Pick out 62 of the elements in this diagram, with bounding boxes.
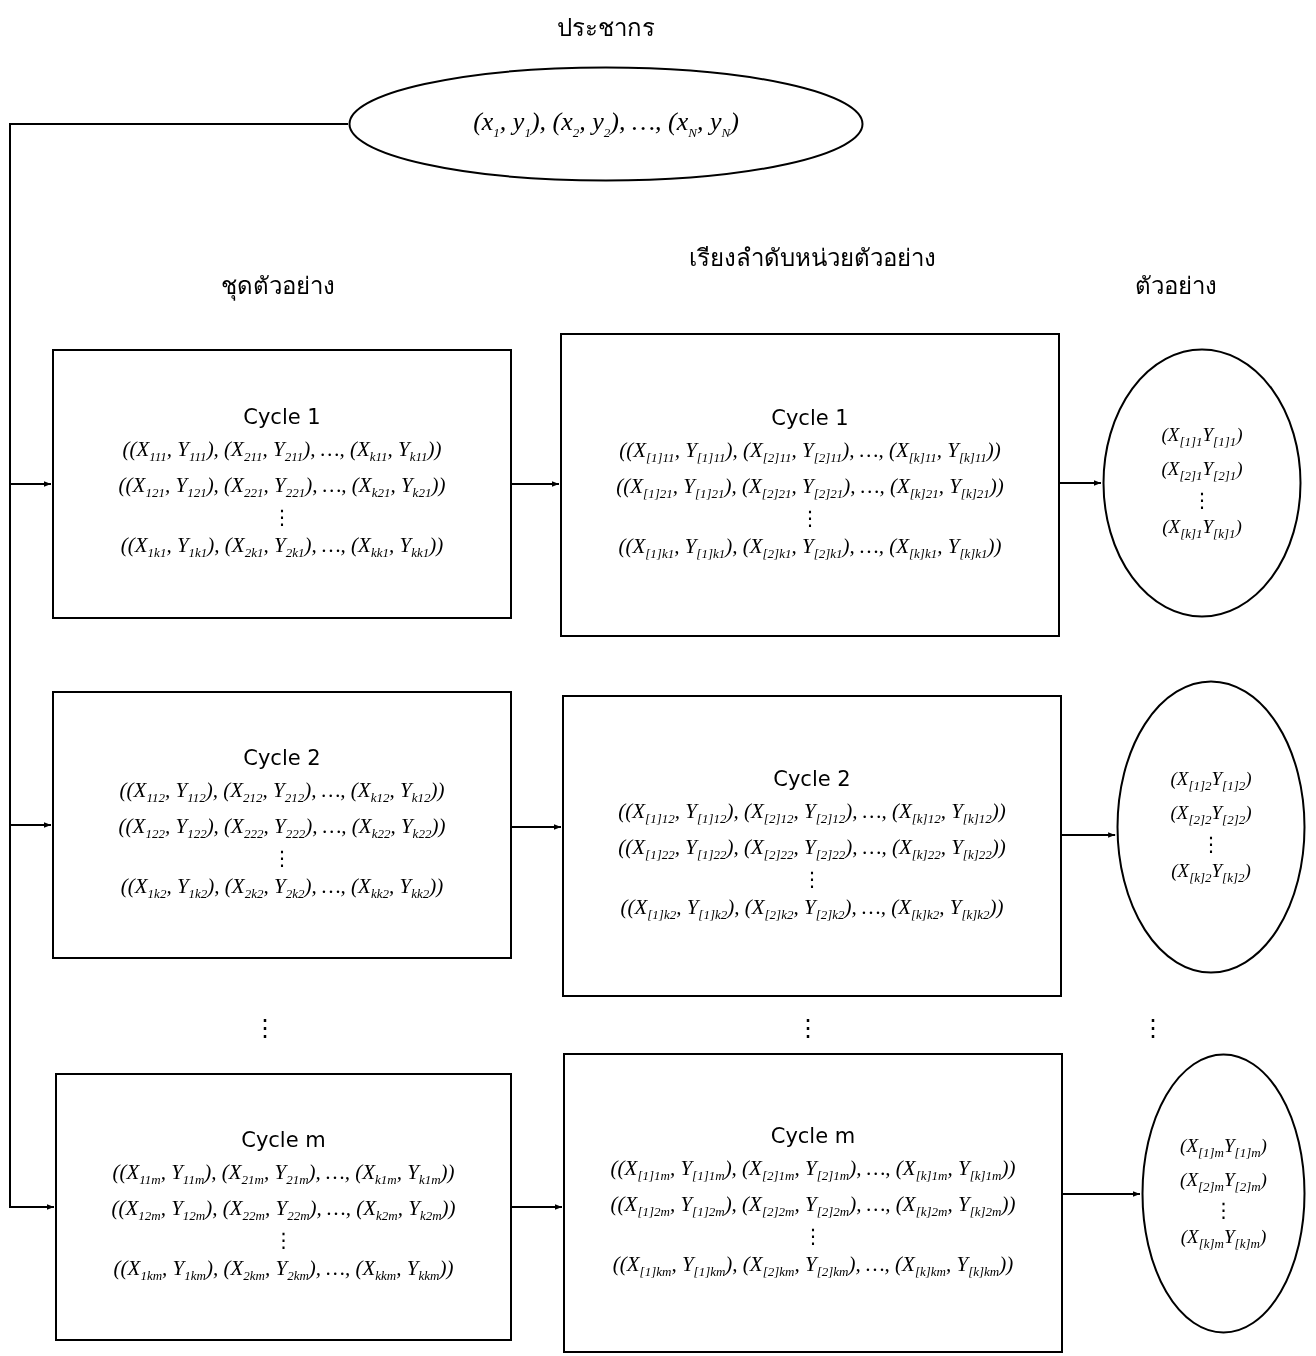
formula-text: (x$_{1}$, y$_{1}$), (x$_{2}$, y$_{2}$), …, (x$_{N}$, y$_{N}$) (473, 107, 739, 141)
vertical-ellipsis: ⋮ (272, 505, 292, 530)
cycle-box (55, 1073, 512, 1341)
formula-text: ((X$_{12m}$, Y$_{12m}$), (X$_{22m}$, Y$_{22m}$), …, (X$_{k2m}$, Y$_{k2m}$)) (111, 1195, 456, 1225)
vertical-ellipsis: ⋮ (272, 846, 292, 871)
cycle-heading: Cycle 2 (243, 745, 321, 770)
vertical-ellipsis: ⋮ (1192, 487, 1212, 512)
vertical-ellipsis: ⋮ (1141, 1014, 1165, 1042)
cycle-box (563, 1053, 1063, 1353)
vertical-ellipsis: ⋮ (1201, 831, 1221, 856)
formula-text: ((X$_{111}$, Y$_{111}$), (X$_{211}$, Y$_{211}$), …, (X$_{k11}$, Y$_{k11}$)) (122, 436, 442, 465)
vertical-ellipsis: ⋮ (273, 1228, 294, 1253)
vertical-ellipsis: ⋮ (803, 1224, 823, 1249)
formula-text: ((X$_{[1]12}$, Y$_{[1]12}$), (X$_{[2]12}$, Y$_{[2]12}$), …, (X$_{[k]12}$, Y$_{[k]12}$)) (618, 798, 1006, 827)
column-heading: ตัวอย่าง (1135, 270, 1217, 302)
formula-text: (X$_{[2]m}$Y$_{[2]m}$) (1180, 1168, 1267, 1195)
formula-text: (X$_{[k]1}$Y$_{[k]1}$) (1162, 515, 1242, 542)
formula-text: ((X$_{122}$, Y$_{122}$), (X$_{222}$, Y$_{222}$), …, (X$_{k22}$, Y$_{k22}$)) (118, 813, 446, 843)
vertical-ellipsis: ⋮ (800, 506, 820, 531)
formula-text: ((X$_{[1]21}$, Y$_{[1]21}$), (X$_{[2]21}$, Y$_{[2]21}$), …, (X$_{[k]21}$, Y$_{[k]21}$)) (616, 473, 1004, 503)
arrow (1061, 832, 1117, 838)
formula-text: ((X$_{[1]k1}$, Y$_{[1]k1}$), (X$_{[2]k1}$, Y$_{[2]k1}$), …, (X$_{[k]k1}$, Y$_{[k]k1}$)) (618, 534, 1002, 563)
cycle-box (52, 691, 512, 959)
formula-text: (X$_{[k]m}$Y$_{[k]m}$) (1180, 1226, 1267, 1253)
vertical-ellipsis: ⋮ (802, 867, 822, 892)
column-heading: ชุดตัวอย่าง (221, 270, 335, 303)
formula-text: ((X$_{[1]km}$, Y$_{[1]km}$), (X$_{[2]km}$, Y$_{[2]km}$), …, (X$_{[k]km}$, Y$_{[k]km}$)) (612, 1252, 1014, 1281)
cycle-heading: Cycle m (770, 1123, 856, 1148)
formula-text: (X$_{[1]2}$Y$_{[1]2}$) (1170, 768, 1252, 795)
column-heading: เรียงลำดับหน่วยตัวอย่าง (688, 242, 936, 274)
cycle-box (560, 333, 1060, 637)
cycle-heading: Cycle m (241, 1127, 326, 1152)
formula-text: ((X$_{[1]k2}$, Y$_{[1]k2}$), (X$_{[2]k2}$, Y$_{[2]k2}$), …, (X$_{[k]k2}$, Y$_{[k]k2}$)) (620, 895, 1004, 924)
formula-text: ((X$_{[1]2m}$, Y$_{[1]2m}$), (X$_{[2]2m}$, Y$_{[2]2m}$), …, (X$_{[k]2m}$, Y$_{[k]2m}$)) (610, 1191, 1016, 1221)
formula-text: (X$_{[2]1}$Y$_{[2]1}$) (1161, 458, 1243, 484)
cycle-heading: Cycle 1 (771, 405, 849, 430)
formula-text: ((X$_{[1]11}$, Y$_{[1]11}$), (X$_{[2]11}$, Y$_{[2]11}$), …, (X$_{[k]11}$, Y$_{[k]11}$)) (619, 437, 1001, 466)
arrow (511, 824, 562, 830)
vertical-ellipsis: ⋮ (1213, 1198, 1234, 1223)
arrow (1059, 480, 1102, 486)
heading: ประชากร (557, 13, 655, 44)
formula-text: (X$_{[2]2}$Y$_{[2]2}$) (1170, 802, 1252, 828)
cycle-heading: Cycle 1 (243, 404, 321, 429)
formula-text: ((X$_{121}$, Y$_{121}$), (X$_{221}$, Y$_{221}$), …, (X$_{k21}$, Y$_{k21}$)) (118, 472, 446, 502)
formula-text: ((X$_{[1]22}$, Y$_{[1]22}$), (X$_{[2]22}$, Y$_{[2]22}$), …, (X$_{[k]22}$, Y$_{[k]22}$)) (618, 834, 1006, 864)
formula-text: ((X$_{1k1}$, Y$_{1k1}$), (X$_{2k1}$, Y$_{2k1}$), …, (X$_{kk1}$, Y$_{kk1}$)) (120, 533, 444, 562)
formula-text: ((X$_{11m}$, Y$_{11m}$), (X$_{21m}$, Y$_{21m}$), …, (X$_{k1m}$, Y$_{k1m}$)) (112, 1159, 455, 1188)
arrow (1062, 1191, 1141, 1197)
cycle-box (562, 695, 1062, 997)
vertical-ellipsis: ⋮ (253, 1014, 277, 1042)
formula-text: (X$_{[k]2}$Y$_{[k]2}$) (1171, 859, 1251, 886)
formula-text: ((X$_{1km}$, Y$_{1km}$), (X$_{2km}$, Y$_{2km}$), …, (X$_{kkm}$, Y$_{kkm}$)) (113, 1256, 454, 1285)
arrow (511, 481, 560, 487)
formula-text: (X$_{[1]1}$Y$_{[1]1}$) (1161, 424, 1243, 451)
formula-text: ((X$_{[1]1m}$, Y$_{[1]1m}$), (X$_{[2]1m}$, Y$_{[2]1m}$), …, (X$_{[k]1m}$, Y$_{[k]1m}$)) (610, 1155, 1016, 1184)
vertical-ellipsis: ⋮ (796, 1014, 820, 1042)
arrow (511, 1204, 563, 1210)
cycle-heading: Cycle 2 (773, 766, 851, 791)
formula-text: ((X$_{112}$, Y$_{112}$), (X$_{212}$, Y$_{212}$), …, (X$_{k12}$, Y$_{k12}$)) (119, 777, 445, 806)
formula-text: (X$_{[1]m}$Y$_{[1]m}$) (1180, 1134, 1267, 1161)
cycle-box (52, 349, 512, 619)
formula-text: ((X$_{1k2}$, Y$_{1k2}$), (X$_{2k2}$, Y$_{2k2}$), …, (X$_{kk2}$, Y$_{kk2}$)) (120, 874, 444, 903)
